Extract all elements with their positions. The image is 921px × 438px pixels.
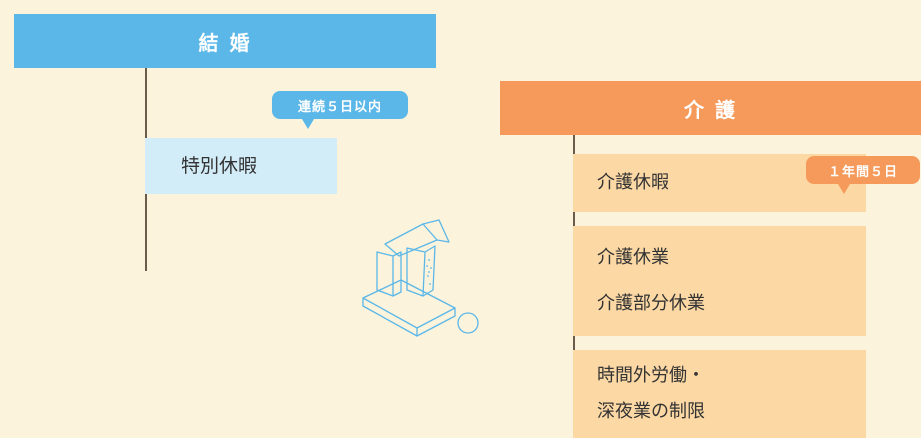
care-card-line: 介護部分休業 [597, 293, 705, 314]
marriage-duration-text: 連続５日以内 [297, 99, 382, 115]
marriage-header: 結 婚 [14, 14, 436, 68]
care-card-line: 介護休暇 [597, 172, 669, 193]
overtime-limit-card: 時間外労働・ 深夜業の制限 [573, 350, 866, 438]
care-card-line: 深夜業の制限 [597, 401, 705, 422]
care-badge-tail [838, 184, 850, 194]
care-header: 介 護 [500, 81, 921, 135]
care-card-line: 時間外労働・ [597, 365, 705, 386]
special-leave-card: 特別休暇 [145, 138, 337, 194]
care-leave-suspension-card: 介護休業 介護部分休業 [573, 226, 866, 336]
marriage-duration-badge: 連続５日以内 [272, 91, 408, 119]
care-card-line: 介護休業 [597, 247, 669, 268]
care-duration-text: １年間５日 [827, 164, 898, 180]
care-title: 介 護 [684, 97, 737, 122]
special-leave-label: 特別休暇 [181, 155, 258, 177]
marriage-badge-tail [302, 119, 314, 129]
care-duration-badge: １年間５日 [806, 156, 920, 184]
marriage-title: 結 婚 [198, 30, 252, 55]
blocks-illustration [362, 219, 479, 337]
